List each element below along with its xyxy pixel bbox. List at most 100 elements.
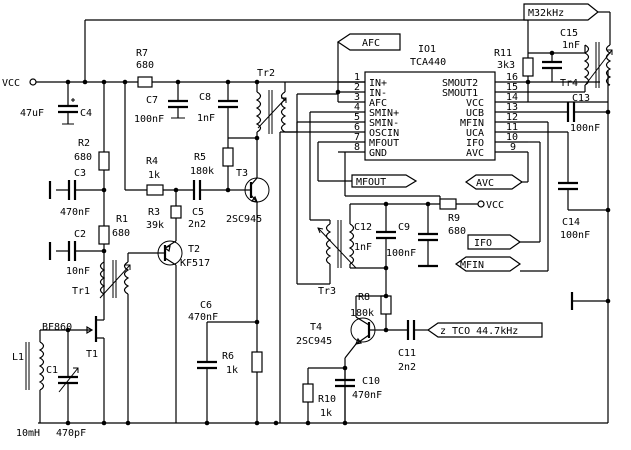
ic-pin16-name: SMOUT2 [442,78,478,89]
c3-ref: C3 [74,168,86,179]
ic-part: TCA440 [410,57,446,68]
r11-resistor [522,53,534,102]
r2-ref: R2 [78,138,90,149]
c13-value: 100nF [570,123,600,134]
c7-ref: C7 [146,95,158,106]
ic-pin10-num: 10 [506,132,518,143]
c3-capacitor [48,180,104,200]
mfout-label: MFOUT [356,177,386,188]
c14-value: 100nF [560,230,590,241]
ic-pin15-num: 15 [506,82,518,93]
r3-value: 39k [146,220,164,231]
r4-value: 1k [148,170,160,181]
tco-label: z TCO 44.7kHz [440,326,518,337]
c13-capacitor [528,102,611,122]
r9-resistor [439,196,485,210]
c10-value: 470nF [352,390,382,401]
r11-value: 3k3 [497,60,515,71]
r5-resistor [222,138,244,191]
mfout-port [351,174,418,188]
r2-value: 680 [74,152,92,163]
tr2-transformer [254,82,298,160]
c11-value: 2n2 [398,362,416,373]
c14-ref: C14 [562,217,580,228]
t4-ref: T4 [310,322,322,333]
c15-ref: C15 [560,28,578,39]
r1-value: 680 [112,228,130,239]
ic-pin15-name: SMOUT1 [442,88,478,99]
ic-pin6-num: 6 [354,122,360,133]
c4-capacitor [58,82,78,125]
r1-resistor [98,225,110,300]
c7-value: 100nF [134,114,164,125]
ifo-port [467,234,522,250]
r4-resistor [124,82,194,196]
vcc-left-label: VCC [2,78,20,89]
c3-value: 470nF [60,207,90,218]
ic-ref: IO1 [418,44,436,55]
ic-pin8-num: 8 [354,142,360,153]
r5-value: 180k [190,166,214,177]
c9-value: 100nF [386,248,416,259]
r3-ref: R3 [148,207,160,218]
m32-port [523,3,611,21]
r11-ref: R11 [494,48,512,59]
c12-value: 1nF [354,242,372,253]
t1-transistor [65,300,105,423]
t1-ref: T1 [86,349,98,360]
c14-capacitor [528,131,611,213]
c8-value: 1nF [197,113,215,124]
l1-inductor [25,329,68,423]
r9-ref: R9 [448,213,460,224]
ic-pin7-name: MFOUT [369,138,399,149]
mfin-port [454,256,522,272]
c6-ref: C6 [200,300,212,311]
c2-capacitor [48,241,104,261]
ic-pin9-name: AVC [466,148,484,159]
r10-resistor [302,367,345,423]
c6-value: 470nF [188,312,218,323]
ic-pin16-num: 16 [506,72,518,83]
r3-resistor [170,190,182,233]
r7-value: 680 [136,60,154,71]
c11-ref: C11 [398,348,416,359]
t1-value: BF860 [42,322,72,333]
c5-value: 2n2 [188,219,206,230]
ic-pin1-name: IN+ [369,78,387,89]
ic-pin14-num: 14 [506,92,518,103]
c12-ref: C12 [354,222,372,233]
avc-label: AVC [476,178,494,189]
ic-pin5-name: SMIN- [369,118,399,129]
tr3-transformer [310,203,440,284]
ic-pin14-name: VCC [466,98,484,109]
r7-resistor [137,76,153,88]
c9-ref: C9 [398,222,410,233]
tr1-ref: Tr1 [72,286,90,297]
mfin-label: MFIN [460,260,484,271]
r7-ref: R7 [136,48,148,59]
t2-value: KF517 [180,258,210,269]
r10-ref: R10 [318,394,336,405]
m32-label: M32kHz [528,8,564,19]
ground-rail [38,70,611,426]
r1-ref: R1 [116,214,128,225]
t3-transistor [244,160,270,352]
ic-pin7-num: 7 [354,132,360,143]
c8-capacitor [218,82,257,139]
ic-pin4-num: 4 [354,102,360,113]
ic-pin11-name: UCA [466,128,484,139]
l1-ref: L1 [12,352,24,363]
c1-ref: C1 [46,365,58,376]
c11-capacitor [386,320,428,340]
ic-pin3-name: AFC [369,98,387,109]
r8-value: 180k [350,308,374,319]
r6-ref: R6 [222,351,234,362]
c4-ref: C4 [80,108,92,119]
ic-pin6-name: OSCIN [369,128,399,139]
tr3-ref: Tr3 [318,286,336,297]
tco-port [426,322,543,338]
c2-ref: C2 [74,229,86,240]
c15-value: 1nF [562,40,580,51]
l1-value: 10mH [16,428,40,439]
